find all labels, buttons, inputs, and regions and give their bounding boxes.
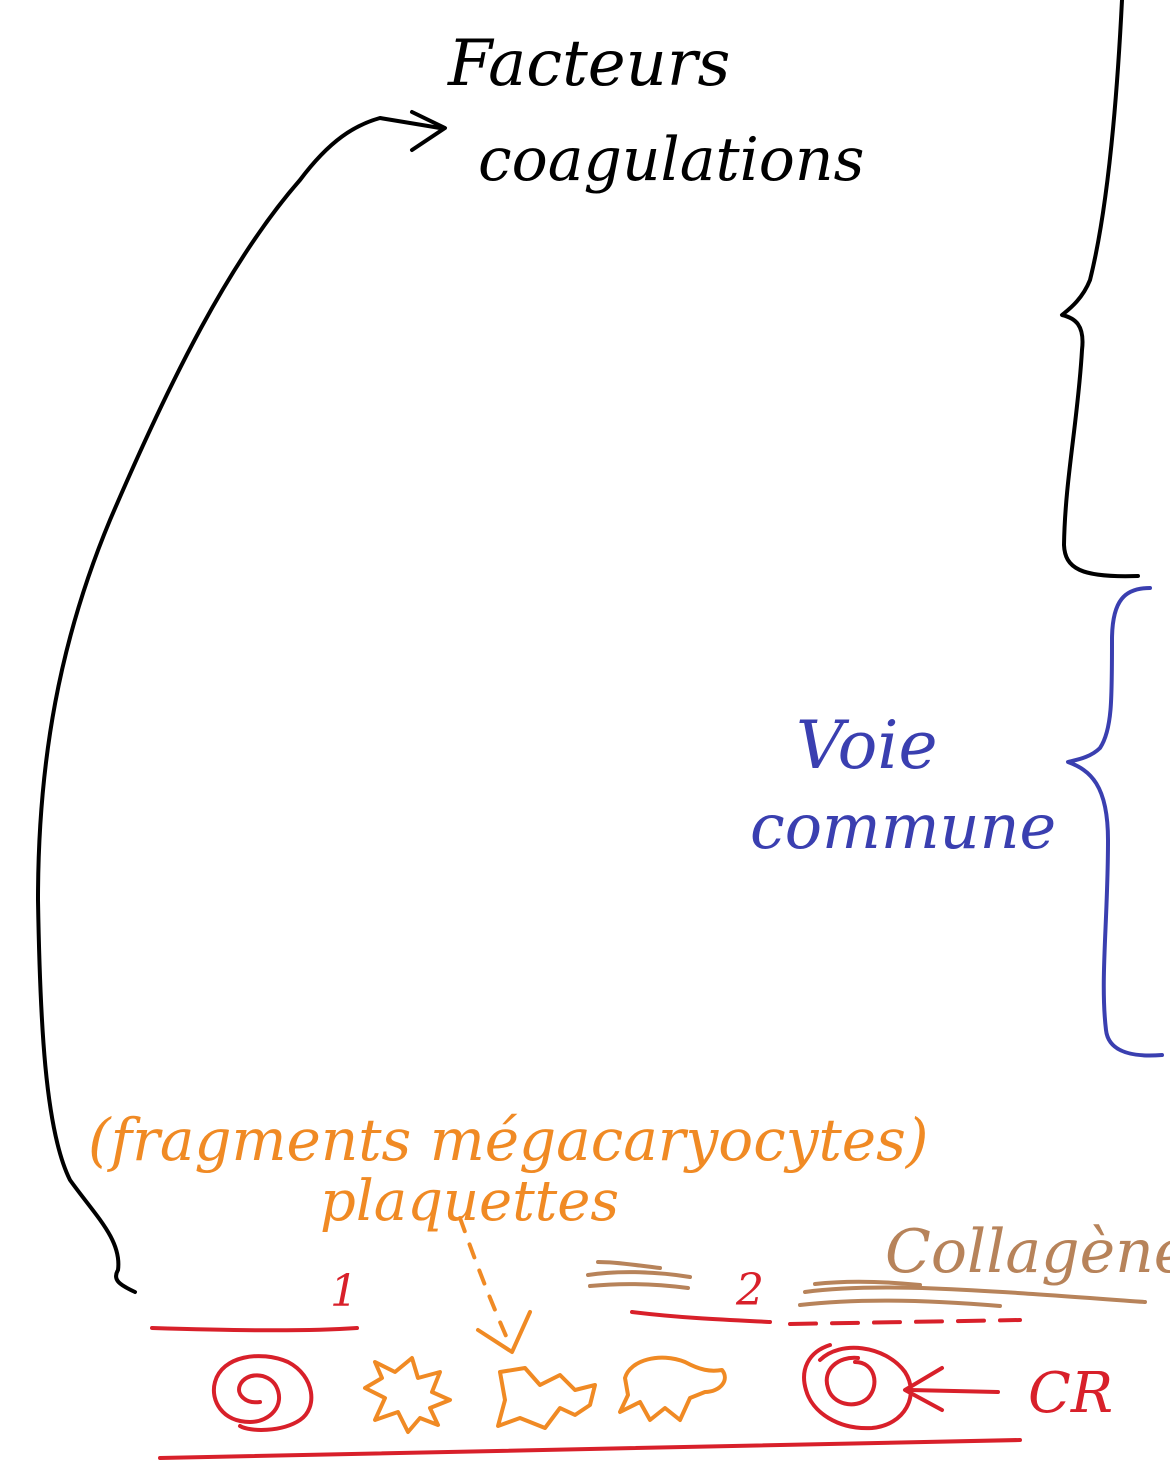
platelet-dotted-arrow: [458, 1216, 512, 1347]
platelet-arrow-head: [476, 1310, 532, 1354]
vessel-wall-top-right: [630, 1310, 772, 1324]
black-brace: [1060, 0, 1140, 579]
marker-1: 1: [330, 1266, 358, 1317]
voie-label-line2: commune: [750, 790, 1056, 863]
plaquettes-label-line1: (fragments mégacaryocytes): [88, 1106, 929, 1174]
plaquettes-label-line2: plaquettes: [320, 1169, 619, 1234]
collagene-label: Collagène: [885, 1217, 1170, 1287]
feedback-arrow-curve: [36, 116, 442, 1294]
voie-label-line1: Voie: [796, 707, 938, 784]
facteurs-label-line2: coagulations: [478, 125, 864, 195]
cellule-label: CR: [1028, 1361, 1113, 1426]
vessel-wall-top-dashed: [788, 1318, 1022, 1326]
blue-brace: [1066, 586, 1164, 1058]
platelets: [363, 1355, 727, 1434]
collagen-fibers: [586, 1260, 1147, 1308]
red-cell-right: [802, 1343, 913, 1431]
red-cell-left: [211, 1354, 314, 1432]
red-cell-arrow: [908, 1388, 1000, 1394]
vessel-wall-top-left: [150, 1326, 359, 1333]
vessel-wall-bottom: [158, 1438, 1022, 1460]
facteurs-label-line1: Facteurs: [447, 27, 730, 101]
red-cell-arrow-head: [903, 1366, 944, 1412]
marker-2: 2: [735, 1265, 764, 1316]
feedback-arrow-head: [410, 110, 447, 152]
